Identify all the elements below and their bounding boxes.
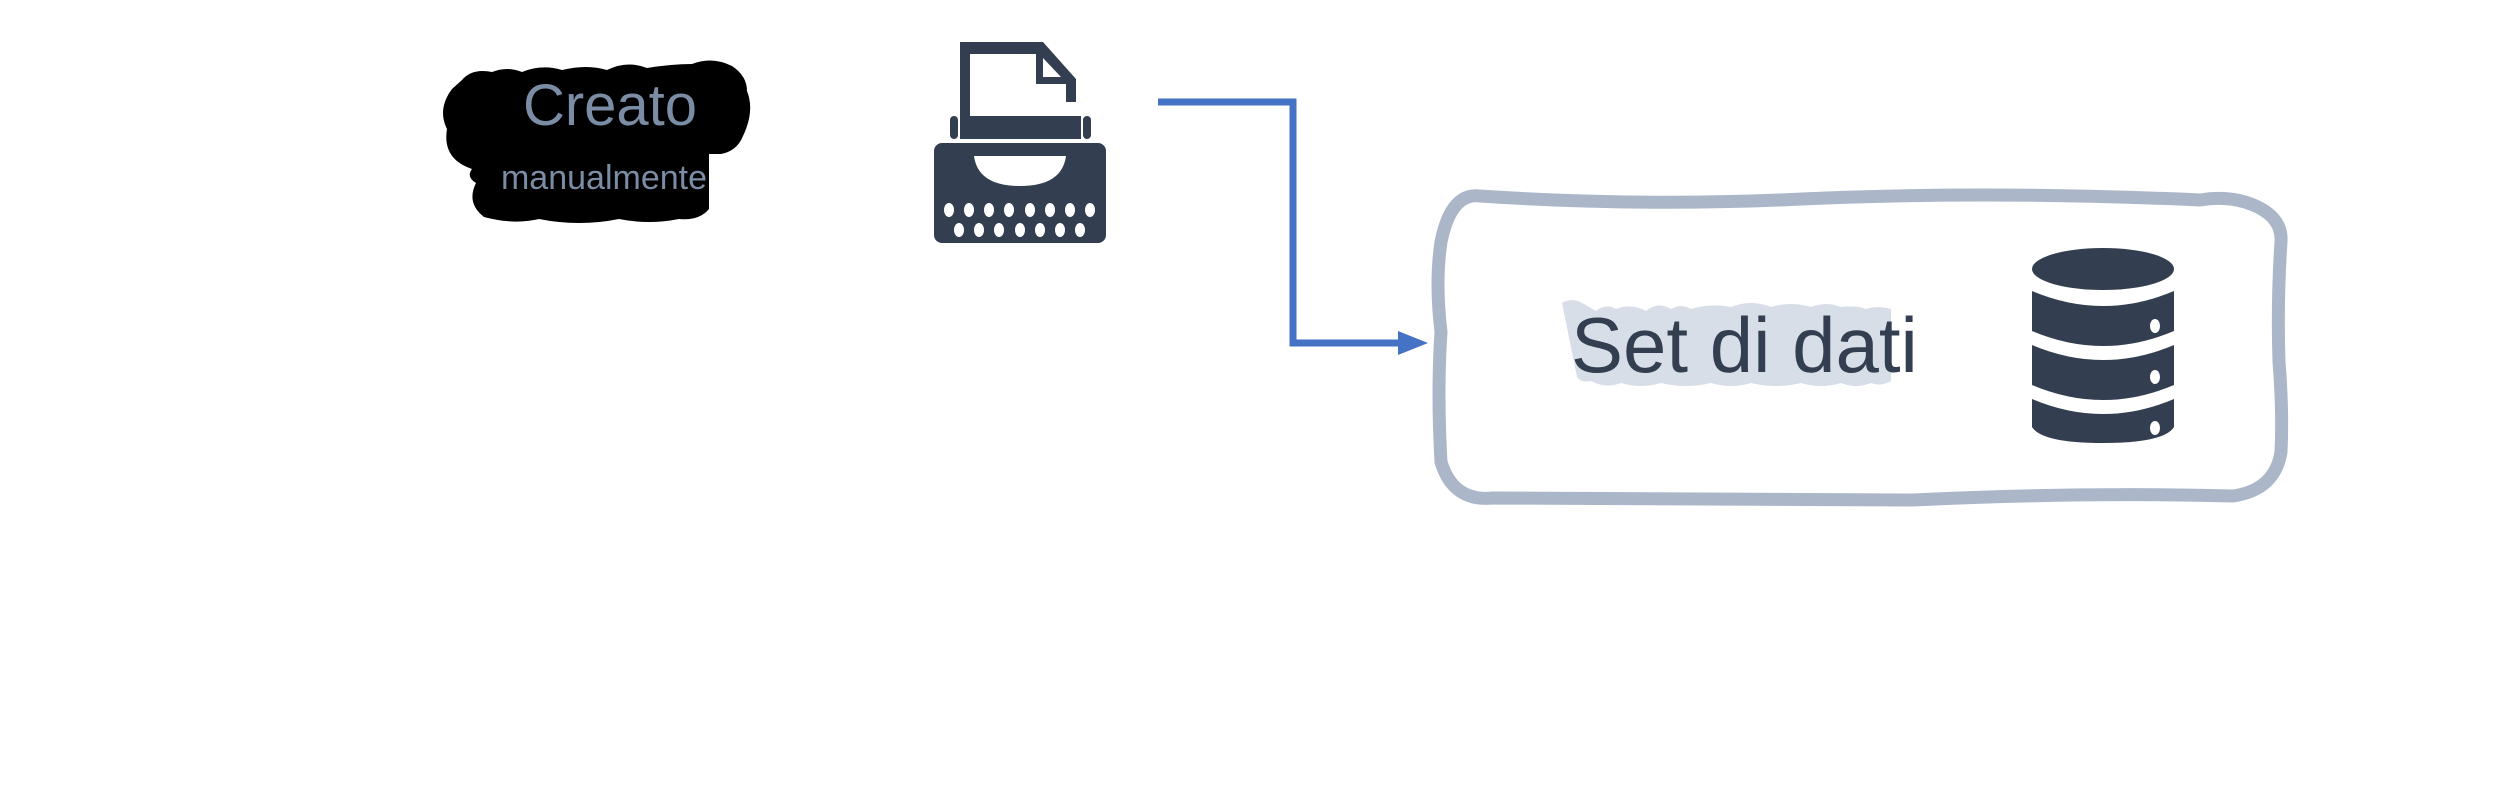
- label-background: [443, 60, 751, 223]
- source-label-line1: Creato: [522, 73, 698, 138]
- dataset-label: Set di dati: [1571, 301, 1918, 389]
- dataset-text-highlight: [1562, 300, 1891, 386]
- database-icon: [2032, 248, 2174, 443]
- typewriter-icon: [934, 42, 1106, 243]
- source-label-line2: manualmente: [500, 159, 707, 197]
- connector-arrow: [1158, 98, 1428, 355]
